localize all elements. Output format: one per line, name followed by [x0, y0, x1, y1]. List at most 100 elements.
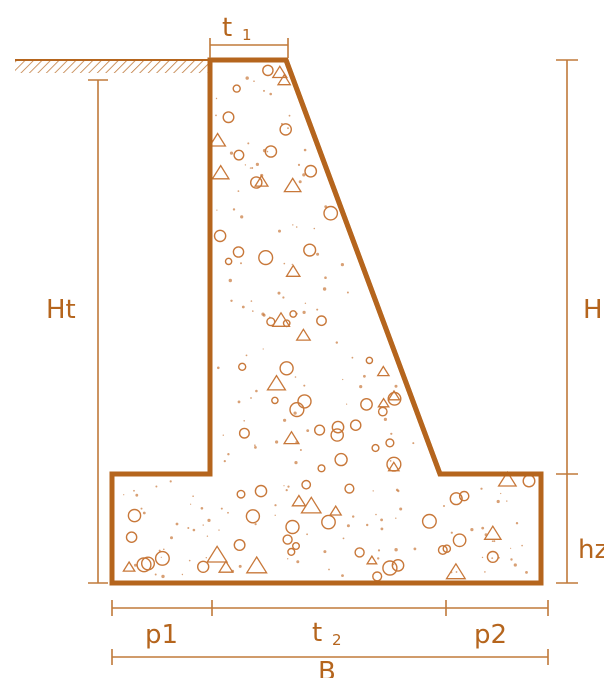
aggregate-particle: [170, 536, 173, 540]
aggregate-particle: [253, 80, 255, 82]
aggregate-particle: [262, 64, 274, 77]
aggregate-particle: [211, 164, 231, 180]
aggregate-particle: [386, 456, 402, 472]
aggregate-particle: [233, 539, 246, 552]
aggregate-particle: [285, 264, 302, 277]
aggregate-particle: [245, 354, 248, 357]
aggregate-particle: [496, 499, 500, 504]
aggregate-particle: [271, 396, 279, 405]
aggregate-particle: [220, 507, 223, 510]
aggregate-particle: [227, 511, 229, 514]
aggregate-particle: [196, 560, 210, 573]
aggregate-particle: [274, 514, 276, 516]
aggregate-particle: [250, 300, 253, 302]
aggregate-particle: [253, 174, 270, 187]
aggregate-particle: [282, 430, 301, 445]
aggregate-particle: [227, 453, 230, 456]
aggregate-particle: [231, 569, 235, 573]
aggregate-particle: [295, 226, 298, 228]
aggregate-particle: [289, 402, 305, 418]
aggregate-particle: [125, 531, 138, 544]
h-dimension: [556, 59, 578, 475]
aggregate-particle: [287, 547, 296, 557]
aggregate-particle: [205, 557, 207, 559]
aggregate-particle: [245, 76, 249, 80]
aggregate-particle: [458, 490, 470, 502]
aggregate-particle: [249, 176, 263, 189]
aggregate-particle: [123, 494, 125, 496]
aggregate-particle: [303, 243, 317, 257]
aggregate-particle: [295, 312, 298, 315]
aggregate-particle: [175, 522, 179, 526]
aggregate-particle: [250, 397, 252, 399]
aggregate-particle: [232, 246, 245, 258]
aggregate-particle: [136, 557, 152, 573]
aggregate-particle: [313, 227, 316, 230]
aggregate-particle: [222, 111, 235, 124]
aggregate-particle: [323, 550, 327, 554]
p2-label: p2: [474, 620, 507, 650]
aggregate-particle: [302, 173, 306, 177]
aggregate-particle: [493, 540, 496, 543]
aggregate-particle: [255, 389, 258, 393]
aggregate-particle: [295, 441, 298, 444]
aggregate-particle: [301, 479, 312, 490]
aggregate-particle: [297, 163, 301, 166]
aggregate-particle: [169, 480, 172, 483]
aggregate-particle: [303, 148, 307, 152]
aggregate-particle: [380, 527, 384, 531]
aggregate-particle: [359, 385, 363, 389]
t2-subscript: 2: [332, 631, 342, 649]
aggregate-particle: [294, 376, 297, 378]
aggregate-particle: [328, 504, 343, 516]
aggregate-particle: [314, 424, 326, 436]
aggregate-particle: [230, 299, 233, 302]
aggregate-particle: [412, 442, 415, 445]
aggregate-particle: [316, 315, 327, 327]
aggregate-particle: [240, 262, 242, 265]
aggregate-particle: [483, 524, 503, 540]
aggregate-particle: [344, 483, 355, 494]
aggregate-particle: [258, 250, 274, 266]
aggregate-particle: [217, 560, 234, 573]
aggregate-particle: [371, 443, 380, 453]
aggregate-particle: [331, 420, 345, 434]
aggregate-particle: [372, 490, 374, 492]
aggregate-particle: [200, 507, 204, 510]
aggregate-particle: [283, 262, 286, 265]
aggregate-particle: [295, 328, 312, 341]
aggregate-particle: [506, 500, 508, 502]
aggregate-particle: [247, 142, 250, 145]
aggregate-particle: [188, 559, 191, 562]
aggregate-particle: [154, 550, 170, 566]
aggregate-particle: [244, 164, 247, 166]
aggregate-particle: [323, 205, 339, 221]
aggregate-particle: [521, 544, 523, 547]
aggregate-particle: [208, 132, 227, 147]
aggregate-particle: [271, 311, 291, 327]
aggregate-particle: [385, 438, 395, 448]
aggregate-particle: [274, 504, 277, 507]
aggregate-particle: [283, 177, 303, 193]
aggregate-particle: [279, 123, 293, 136]
concrete-aggregate-texture: [122, 64, 536, 582]
t1-dimension: [209, 38, 289, 58]
aggregate-particle: [276, 73, 292, 86]
aggregate-particle: [376, 365, 391, 377]
aggregate-particle: [283, 485, 285, 487]
t2-label: t: [312, 618, 322, 648]
aggregate-particle: [510, 547, 512, 549]
aggregate-particle: [316, 252, 320, 256]
aggregate-particle: [224, 257, 233, 266]
aggregate-particle: [266, 150, 269, 153]
aggregate-particle: [443, 505, 445, 507]
aggregate-particle: [215, 114, 217, 117]
aggregate-particle: [283, 418, 287, 422]
aggregate-particle: [351, 356, 354, 359]
aggregate-particle: [142, 511, 146, 515]
aggregate-particle: [269, 92, 273, 96]
aggregate-particle: [260, 173, 264, 178]
aggregate-particle: [255, 162, 259, 166]
aggregate-particle: [192, 528, 196, 532]
